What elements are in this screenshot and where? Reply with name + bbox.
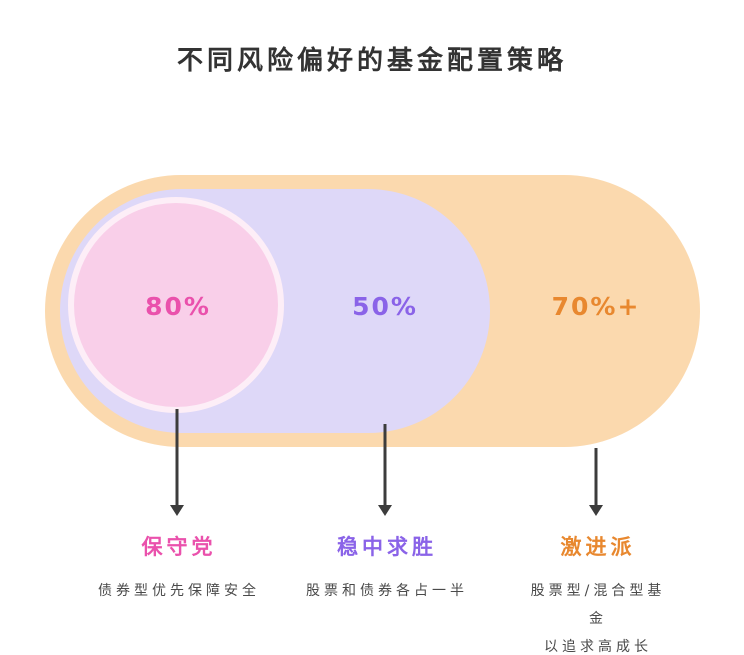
aggressive-percent: 70%+ — [551, 292, 641, 321]
balanced-percent: 50% — [352, 292, 418, 321]
arrow-shaft — [175, 409, 179, 508]
conservative-description: 债券型优先保障安全 — [98, 583, 260, 599]
arrow-shaft — [594, 448, 598, 508]
conservative-label: 保守党 — [141, 535, 217, 559]
arrow-shaft — [383, 424, 387, 508]
arrow-head — [170, 505, 184, 516]
balanced-arrow-down-icon — [377, 424, 393, 516]
arrow-head — [378, 505, 392, 516]
aggressive-arrow-down-icon — [588, 448, 604, 516]
conservative-arrow-down-icon — [169, 409, 185, 516]
page-title: 不同风险偏好的基金配置策略 — [176, 46, 567, 76]
arrow-head — [589, 505, 603, 516]
balanced-description: 股票和债券各占一半 — [306, 583, 468, 599]
aggressive-label: 激进派 — [560, 535, 636, 559]
balanced-label: 稳中求胜 — [337, 535, 437, 559]
aggressive-description: 股票型/混合型基金 以追求高成长 — [530, 583, 666, 655]
conservative-percent: 80% — [145, 292, 211, 321]
